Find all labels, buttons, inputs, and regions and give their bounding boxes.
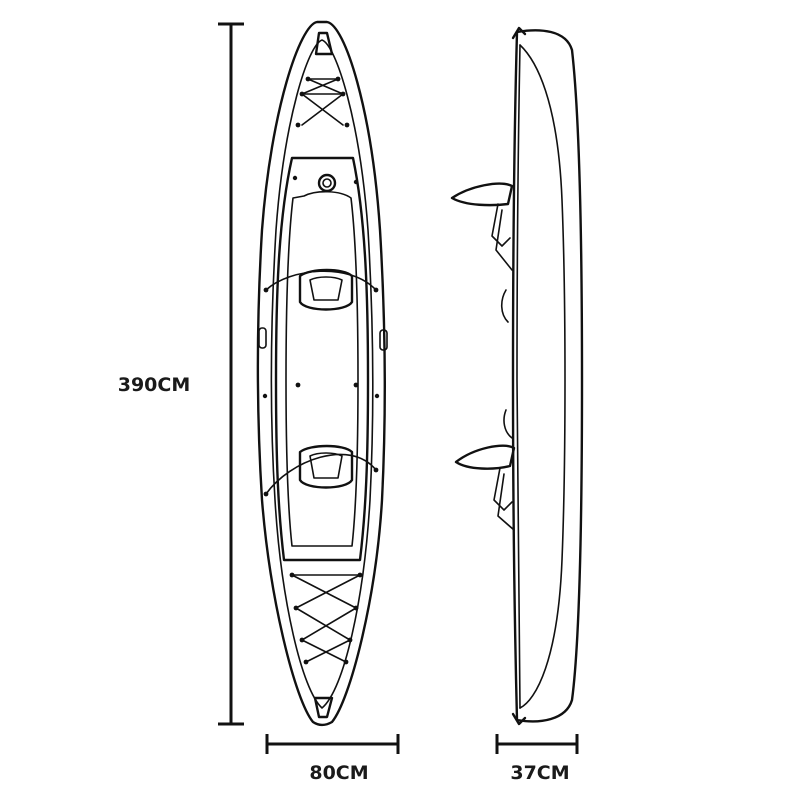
kayak-side-view xyxy=(450,26,584,726)
hull-outline-top xyxy=(256,20,386,727)
hull-outline-side xyxy=(511,29,584,723)
drain-hatch xyxy=(317,173,337,193)
length-dimension-line xyxy=(218,22,244,726)
hull-inner-line xyxy=(270,39,374,709)
front-seat-side xyxy=(450,182,514,323)
rear-seat xyxy=(263,444,379,497)
length-label: 390CM xyxy=(118,374,191,396)
bow-bungee xyxy=(295,76,350,128)
cockpit-rim xyxy=(274,156,370,562)
front-seat xyxy=(263,268,379,311)
bow-cap xyxy=(314,31,334,56)
height-label: 37CM xyxy=(510,762,569,784)
height-dimension-line xyxy=(495,734,579,754)
width-label: 80CM xyxy=(309,762,368,784)
right-handle xyxy=(379,329,388,351)
left-handle xyxy=(258,327,267,349)
side-deck-line xyxy=(519,44,566,709)
kayak-top-view xyxy=(256,20,388,727)
cockpit-floor xyxy=(285,190,359,547)
stern-cap xyxy=(313,696,334,719)
rear-seat-side xyxy=(454,409,516,531)
stern-bungee xyxy=(289,572,363,665)
width-dimension-line xyxy=(265,734,400,754)
